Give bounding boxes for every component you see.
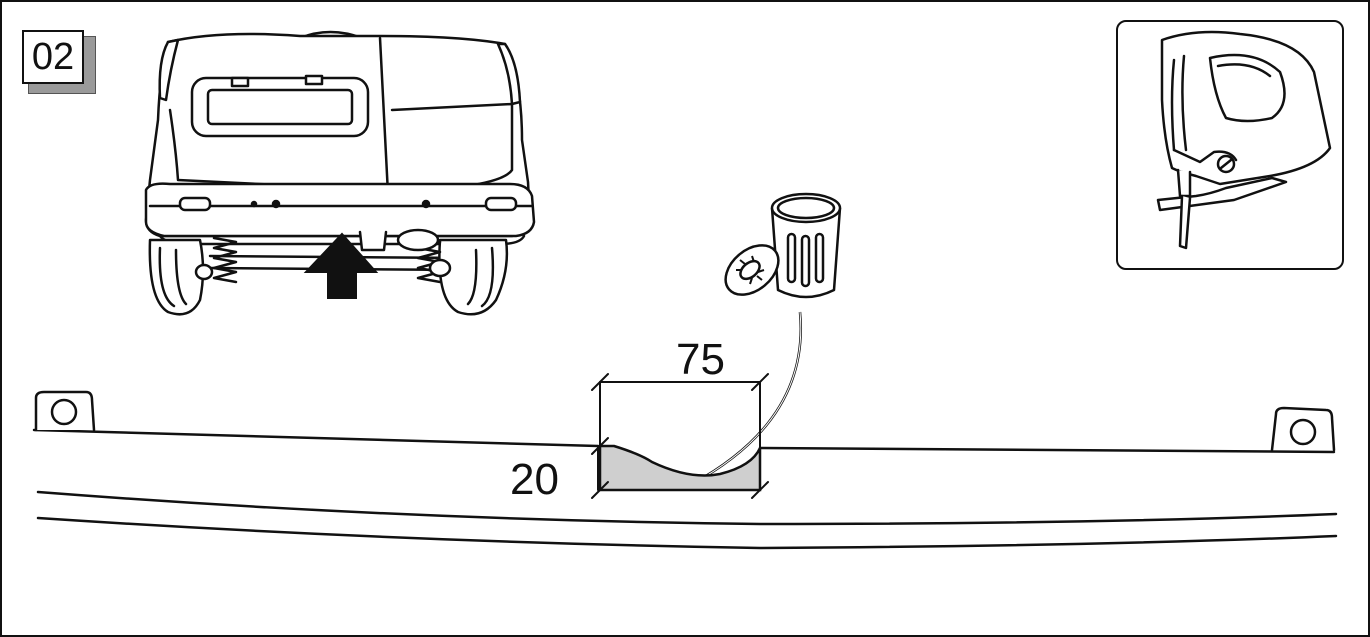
leader-line-highlight bbox=[691, 311, 802, 485]
tool-inset-frame bbox=[1116, 20, 1344, 270]
step-badge: 02 bbox=[22, 30, 96, 94]
bumper-profile bbox=[32, 390, 1338, 550]
jigsaw-icon bbox=[1156, 30, 1332, 250]
step-number: 02 bbox=[22, 30, 84, 84]
up-arrow-icon bbox=[303, 232, 379, 299]
width-dimension-label: 75 bbox=[676, 335, 725, 384]
trash-bin-icon bbox=[724, 192, 842, 299]
dimension-lines bbox=[591, 373, 769, 499]
depth-dimension-label: 20 bbox=[510, 455, 559, 504]
van-rear-view-icon bbox=[144, 30, 536, 316]
cut-out-area bbox=[598, 444, 762, 492]
